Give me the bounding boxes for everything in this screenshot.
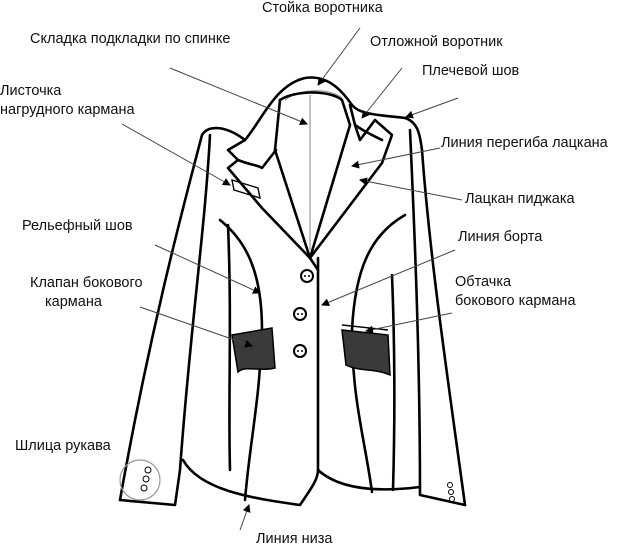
label-shoulder-seam: Плечевой шов — [422, 63, 520, 79]
left-lapel — [226, 138, 312, 260]
label-pocket-facing-1: Обтачка — [455, 274, 512, 290]
collar-inner — [278, 91, 352, 127]
collar-stand — [284, 90, 343, 101]
neck-line-left — [273, 98, 282, 152]
label-breast-welt-1: Листочка — [0, 83, 62, 99]
side-seam-left — [226, 223, 232, 472]
label-pocket-flap-1: Клапан бокового — [30, 275, 143, 291]
left-sleeve-inner — [118, 133, 212, 507]
front-edge — [308, 256, 320, 272]
right-collar-edge — [353, 123, 384, 142]
label-pocket-facing-2: бокового кармана — [455, 293, 576, 309]
princess-seam-right — [350, 213, 407, 494]
label-collar-stand: Стойка воротника — [262, 0, 383, 16]
button-2 — [293, 307, 307, 321]
collar-outline — [243, 76, 407, 142]
body-hem-right — [316, 468, 422, 491]
left-sleeve-outer — [118, 126, 247, 502]
lapel-roll-left — [273, 148, 312, 260]
label-hem-line: Линия низа — [256, 531, 333, 547]
label-front-edge: Линия борта — [458, 229, 543, 245]
label-lapel: Лацкан пиджака — [465, 191, 575, 207]
pointer-lines — [121, 27, 463, 531]
pocket-facing-right — [341, 324, 389, 331]
body-hem — [181, 256, 320, 507]
lapel-roll-right — [308, 123, 352, 260]
right-sleeve-outer — [403, 116, 467, 507]
button-1 — [300, 269, 314, 283]
breast-pocket-welt — [231, 178, 261, 200]
label-sleeve-vent: Шлица рукава — [15, 438, 111, 454]
label-lining-pleat: Складка подкладки по спинке — [30, 31, 231, 47]
right-pocket-flap — [341, 329, 391, 377]
label-lapel-roll-line: Линия перегиба лацкана — [441, 135, 608, 151]
left-pocket-flap — [231, 327, 276, 374]
side-seam-right — [390, 273, 396, 492]
right-sleeve-inner — [408, 128, 467, 507]
left-collar-edge — [236, 148, 278, 170]
right-sleeve-buttons — [447, 482, 455, 502]
sleeve-vent-highlight — [119, 459, 161, 501]
left-sleeve-buttons — [140, 466, 152, 492]
label-turn-down-collar: Отложной воротник — [370, 34, 503, 50]
button-3 — [293, 344, 307, 358]
label-breast-welt-2: нагрудного кармана — [0, 102, 135, 118]
label-princess-seam: Рельефный шов — [22, 218, 133, 234]
label-pocket-flap-2: кармана — [45, 294, 102, 310]
